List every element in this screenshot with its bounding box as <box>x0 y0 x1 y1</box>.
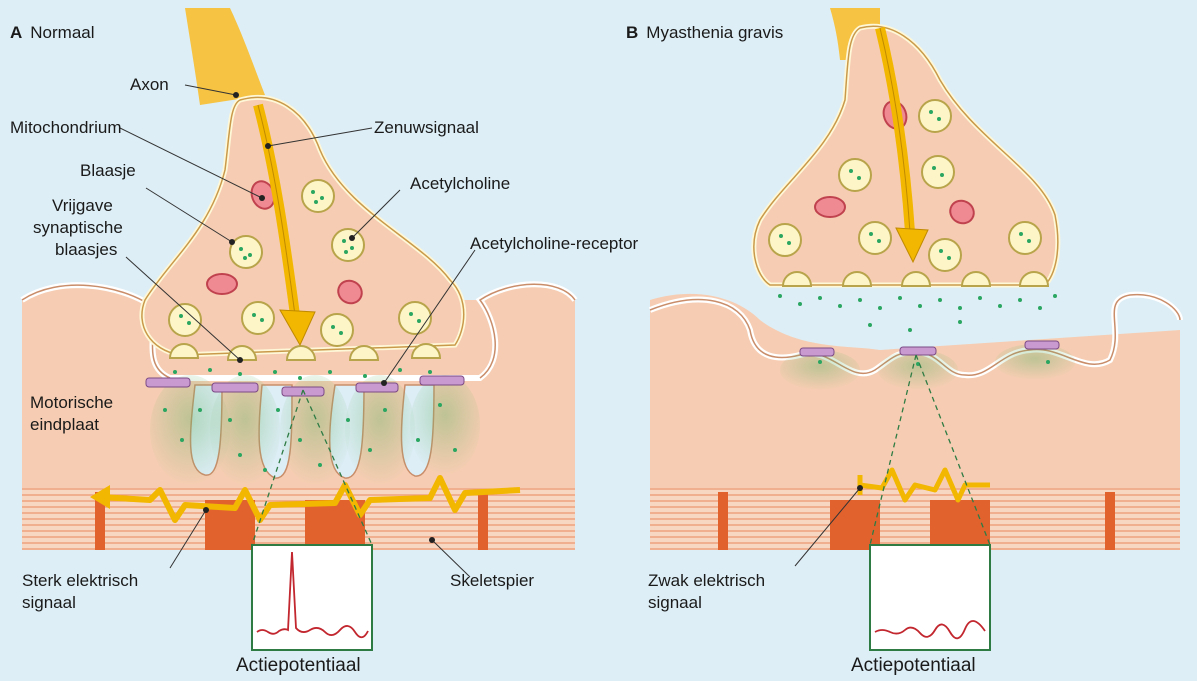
skeletal-muscle-band-b <box>650 488 1180 550</box>
action-potential-box-a <box>252 545 372 650</box>
action-potential-box-b <box>870 545 990 650</box>
panel-a-title-text: Normaal <box>30 23 94 42</box>
label-zwak-signaal-2: signaal <box>648 592 702 613</box>
label-vrijgave-2: synaptische <box>33 217 123 238</box>
panel-a-normal <box>22 8 575 650</box>
panel-a-title: A Normaal <box>10 22 95 43</box>
label-sterk-signaal-1: Sterk elektrisch <box>22 570 138 591</box>
label-acetylcholine-receptor: Acetylcholine-receptor <box>470 233 638 254</box>
label-zenuwsignaal: Zenuwsignaal <box>374 117 479 138</box>
panel-a-letter: A <box>10 23 22 42</box>
label-sterk-signaal-2: signaal <box>22 592 76 613</box>
label-axon: Axon <box>130 74 169 95</box>
label-vrijgave-3: blaasjes <box>55 239 117 260</box>
label-zwak-signaal-1: Zwak elektrisch <box>648 570 765 591</box>
label-mitochondrium: Mitochondrium <box>10 117 122 138</box>
panel-b-myasthenia <box>650 8 1180 650</box>
label-skeletspier: Skeletspier <box>450 570 534 591</box>
panel-b-title: B Myasthenia gravis <box>626 22 783 43</box>
label-actiepotentiaal-a: Actiepotentiaal <box>236 655 361 676</box>
axon-a <box>185 8 265 105</box>
panel-b-title-text: Myasthenia gravis <box>646 23 783 42</box>
label-motorische: Motorische <box>30 392 113 413</box>
label-eindplaat: eindplaat <box>30 414 99 435</box>
panel-b-letter: B <box>626 23 638 42</box>
label-actiepotentiaal-b: Actiepotentiaal <box>851 655 976 676</box>
label-acetylcholine: Acetylcholine <box>410 173 510 194</box>
label-vrijgave-1: Vrijgave <box>52 195 113 216</box>
label-blaasje: Blaasje <box>80 160 136 181</box>
